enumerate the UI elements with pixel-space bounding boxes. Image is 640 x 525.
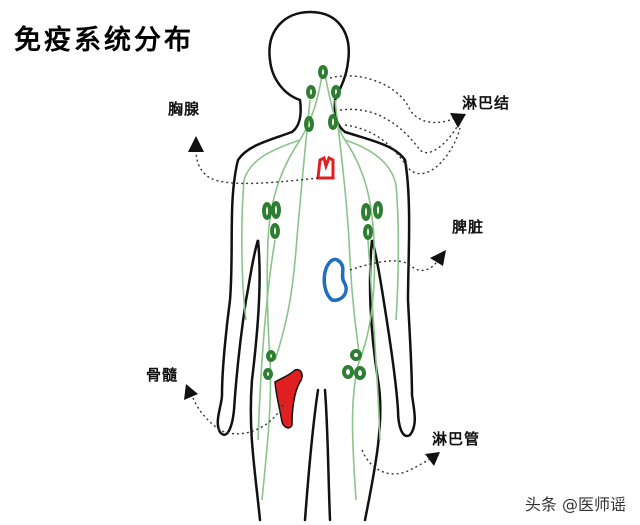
pointer-lines [191, 75, 461, 475]
lymph-vessels [241, 74, 400, 501]
label-thymus: 胸腺 [168, 100, 201, 118]
body-outline [216, 10, 416, 522]
bone-marrow-organ [274, 368, 303, 429]
arrow-icon [430, 250, 446, 266]
label-bone-marrow: 骨髓 [146, 366, 179, 384]
spleen-organ [322, 257, 348, 302]
thymus-organ [316, 155, 335, 180]
arrow-icon [184, 384, 198, 400]
diagram-title: 免疫系统分布 [14, 25, 194, 56]
lymph-nodes [262, 65, 383, 380]
arrow-icon [425, 452, 440, 466]
label-lymph-vessel: 淋巴管 [432, 430, 481, 448]
label-spleen: 脾脏 [452, 218, 485, 236]
watermark: 头条 @医师谣 [524, 495, 626, 514]
arrowheads [184, 113, 466, 466]
label-lymph-node: 淋巴结 [462, 94, 511, 112]
arrow-icon [188, 136, 204, 152]
arrow-icon [450, 113, 466, 128]
